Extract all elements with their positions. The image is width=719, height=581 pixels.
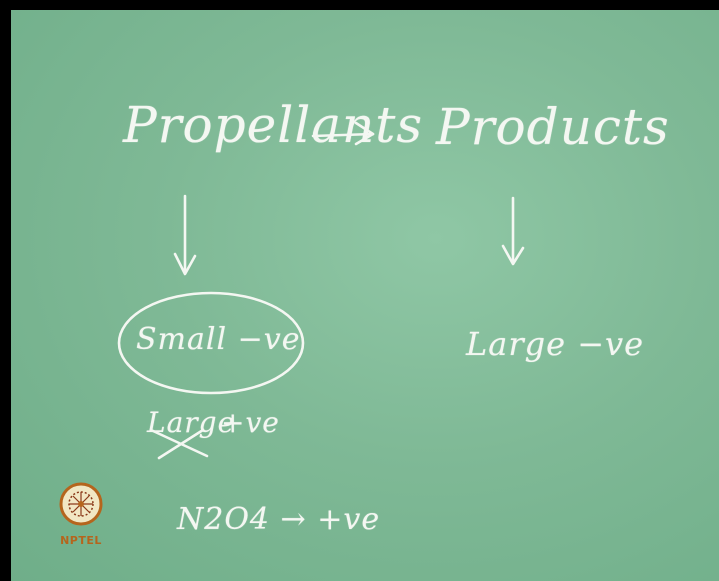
products-heading: Products bbox=[436, 98, 670, 156]
nptel-logo-text: NPTEL bbox=[60, 534, 102, 547]
nptel-logo: NPTEL bbox=[44, 474, 118, 554]
right-arrow-icon bbox=[311, 121, 375, 146]
example-note: N2O4 → +ve bbox=[177, 502, 381, 537]
chalkboard: ​ Propellants Products Small −ve Large +… bbox=[11, 10, 719, 581]
propellants-heading: Propellants bbox=[123, 96, 423, 154]
down-arrow-icon bbox=[501, 196, 525, 266]
down-arrow-icon bbox=[173, 194, 197, 276]
propellants-alt-sign: +ve bbox=[221, 406, 280, 439]
cross-out-icon bbox=[149, 428, 209, 460]
nptel-emblem-icon bbox=[59, 482, 103, 526]
products-value: Large −ve bbox=[466, 325, 645, 363]
chalk-strokes bbox=[117, 121, 525, 460]
circle-highlight-icon bbox=[117, 291, 305, 395]
propellants-value: Small −ve bbox=[136, 322, 301, 357]
